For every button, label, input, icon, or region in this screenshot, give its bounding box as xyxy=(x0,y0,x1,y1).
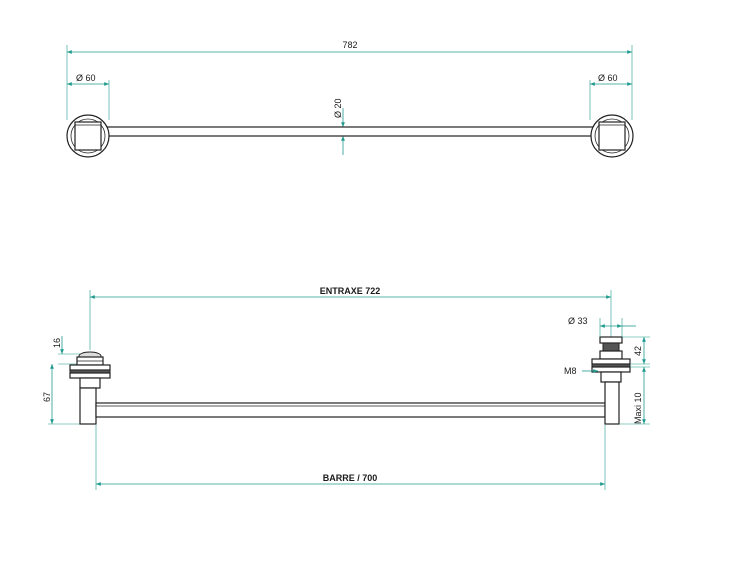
center-distance-label: ENTRAXE 722 xyxy=(320,286,381,296)
right-rosette-ring xyxy=(594,118,630,154)
towel-bar-front xyxy=(95,402,606,418)
thread-label: M8 xyxy=(564,366,577,376)
left-washer-top xyxy=(69,364,111,371)
bar-length-label: BARRE / 700 xyxy=(323,473,378,483)
right-post xyxy=(604,381,620,425)
right-cap xyxy=(599,350,623,360)
top-view: 782 Ø 60 Ø 60 Ø 20 xyxy=(66,40,634,158)
right-washer-top xyxy=(591,358,631,365)
left-washer-bottom xyxy=(69,372,111,379)
left-total-height-label: 67 xyxy=(42,392,52,402)
left-rosette-block xyxy=(74,121,102,151)
left-rosette-label: Ø 60 xyxy=(76,73,96,83)
right-knob xyxy=(602,342,620,352)
right-cap-top xyxy=(599,336,623,344)
left-cap-height-label: 16 xyxy=(52,338,62,348)
right-sleeve xyxy=(600,371,622,383)
overall-length-label: 782 xyxy=(342,40,357,50)
right-rosette-block xyxy=(598,121,626,151)
towel-bar-top xyxy=(99,126,601,137)
left-post xyxy=(79,387,97,425)
right-rosette-label: Ø 60 xyxy=(598,73,618,83)
left-rosette-ring xyxy=(70,118,106,154)
right-cap-diameter-label: Ø 33 xyxy=(568,316,588,326)
front-view: ENTRAXE 722 BARRE / 700 16 67 xyxy=(42,286,650,490)
right-height-label: 42 xyxy=(633,346,643,356)
bar-diameter-label: Ø 20 xyxy=(333,98,343,118)
max-glass-label: Maxi 10 xyxy=(633,392,643,424)
left-sleeve xyxy=(79,377,101,389)
